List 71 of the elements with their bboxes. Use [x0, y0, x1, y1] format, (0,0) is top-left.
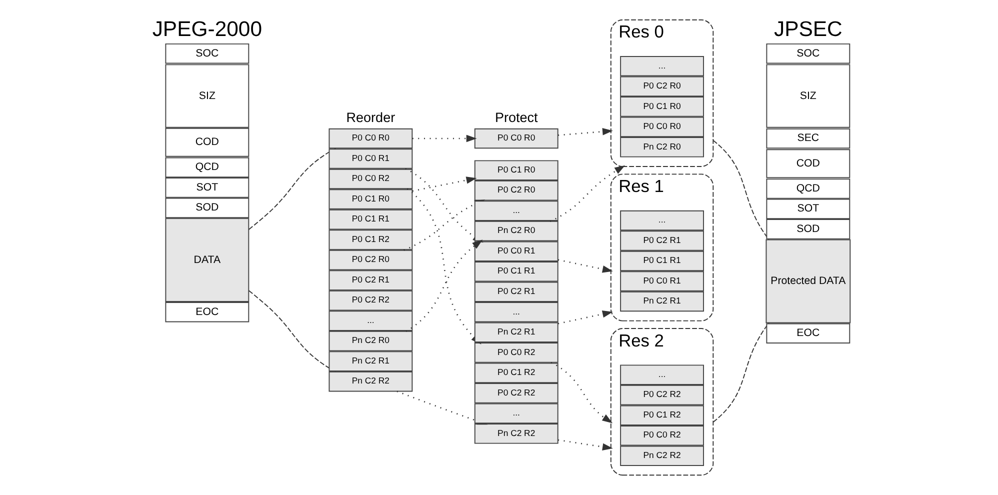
node-box: COD [165, 128, 250, 157]
node-box: ... [620, 210, 704, 231]
node-box: Pn C2 R0 [328, 330, 413, 352]
node-box: SOD [766, 219, 850, 240]
node-box: SEC [766, 128, 850, 149]
node-box: Pn C2 R0 [474, 220, 558, 242]
node-box: P0 C0 R1 [474, 241, 558, 262]
node-box: P0 C0 R2 [328, 168, 413, 190]
node-box: P0 C0 R0 [474, 128, 558, 149]
node-box: P0 C1 R0 [474, 160, 558, 180]
arrow [406, 240, 483, 332]
node-box: P0 C2 R2 [328, 290, 413, 311]
node-box: COD [766, 149, 850, 178]
node-box: P0 C1 R2 [474, 362, 558, 384]
node-box: P0 C2 R0 [620, 76, 704, 97]
label: Reorder [346, 110, 396, 125]
node-box: SIZ [766, 64, 850, 128]
node-box: P0 C0 R1 [328, 148, 413, 169]
node-box: SOC [165, 43, 250, 64]
node-box: P0 C2 R0 [474, 180, 558, 201]
arrow [558, 439, 613, 450]
node-box: QCD [766, 178, 850, 199]
node-box: SOT [766, 198, 850, 220]
label: JPEG-2000 [152, 18, 262, 41]
node-box: P0 C1 R2 [328, 230, 413, 250]
label: Protect [494, 110, 538, 125]
node-box: QCD [165, 157, 250, 178]
node-box: ... [620, 364, 704, 385]
node-box: P0 C2 R2 [620, 384, 704, 406]
node-box: P0 C1 R0 [328, 189, 413, 210]
node-box: P0 C1 R1 [620, 250, 704, 272]
node-box: ... [328, 310, 413, 331]
node-box: Pn C2 R2 [328, 371, 413, 392]
node-box: P0 C0 R1 [620, 271, 704, 292]
arrow [412, 176, 477, 192]
node-box: P0 C2 R1 [474, 282, 558, 302]
arrow [558, 128, 613, 136]
node-box: EOC [165, 302, 250, 322]
node-box: Pn C2 R1 [328, 351, 413, 372]
arrow [550, 165, 626, 222]
node-box: Pn C2 R1 [474, 322, 558, 343]
node-box: SIZ [165, 64, 250, 128]
arrow [412, 134, 477, 142]
node-box: Pn C2 R0 [620, 137, 704, 158]
arrow [558, 310, 613, 324]
arrow [550, 362, 613, 424]
node-box: P0 C2 R1 [328, 270, 413, 290]
node-box: P0 C0 R2 [620, 425, 704, 446]
node-box: P0 C1 R1 [474, 261, 558, 282]
node-box: P0 C0 R2 [474, 342, 558, 363]
node-box: P0 C0 R0 [620, 116, 704, 138]
node-box: P0 C0 R0 [328, 128, 413, 149]
node-box: P0 C2 R0 [328, 250, 413, 270]
node-box: ... [620, 56, 704, 76]
node-box: Pn C2 R1 [620, 291, 704, 312]
node-box: SOT [165, 178, 250, 198]
node-box: P0 C1 R2 [620, 405, 704, 426]
node-box: P0 C1 R0 [620, 96, 704, 117]
node-box: SOC [766, 43, 850, 64]
arrow [558, 259, 613, 273]
label: JPSEC [774, 18, 842, 41]
node-box: Pn C2 R2 [474, 424, 558, 444]
node-box: ... [474, 302, 558, 322]
node-box: P0 C2 R1 [620, 230, 704, 251]
node-box: Protected DATA [766, 239, 851, 324]
node-box: SOD [165, 198, 250, 218]
node-box: EOC [766, 323, 850, 344]
node-box: P0 C2 R2 [474, 383, 558, 404]
node-box: Pn C2 R2 [620, 446, 704, 466]
node-box: P0 C1 R1 [328, 209, 413, 230]
node-box: DATA [165, 218, 250, 302]
